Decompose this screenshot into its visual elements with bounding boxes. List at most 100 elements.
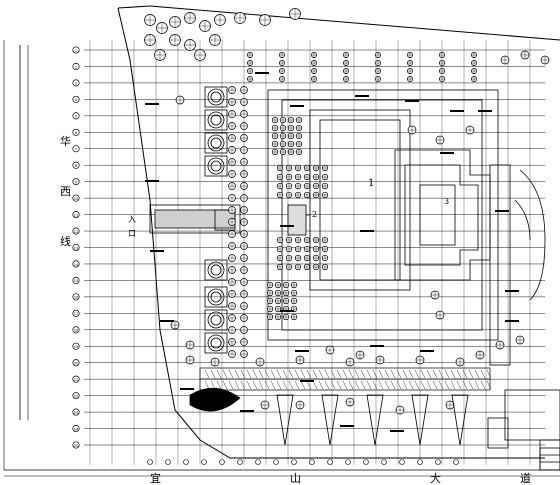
pavilion-inner-circle: [210, 337, 222, 349]
grid-marker-label: 21: [74, 378, 79, 382]
grid-marker-circle: [72, 441, 80, 449]
grid-marker-circle: [72, 79, 80, 87]
pavilion-frame: [204, 109, 228, 131]
grid-marker-circle: [72, 424, 80, 433]
main-building: [267, 89, 499, 341]
left-road-label-3: 线: [60, 234, 71, 248]
grid-markers: 1234567891011121314151617181920212223242…: [72, 46, 80, 449]
grid-marker-label: 16: [74, 296, 79, 300]
entrance-label-1: 入: [128, 215, 136, 224]
grid-marker-circle: [72, 342, 80, 350]
grid-marker-circle: [72, 211, 80, 219]
annotation-marks: [145, 72, 519, 432]
grid-marker-circle: [72, 276, 80, 284]
road-labels: 华 西 线 宜 山 大 道 入 口 1 2 3: [60, 134, 531, 485]
grid-marker-circle: [72, 178, 80, 186]
grid-marker-label: 1: [75, 49, 77, 53]
pavilion-inner-circle: [210, 91, 222, 103]
pavilion-inner-circle: [210, 137, 222, 149]
tree-symbols: [144, 8, 550, 415]
bottom-marker: [453, 459, 459, 465]
annotation-bar: [280, 310, 294, 312]
grid-marker-label: 9: [75, 180, 78, 184]
grid-marker-circle: [72, 227, 80, 235]
bottom-marker: [201, 459, 207, 465]
grid-marker-label: 12: [74, 230, 79, 234]
annotation-bar: [180, 388, 194, 390]
entrance-label-2: 口: [128, 229, 136, 238]
grid-marker-label: 4: [75, 98, 78, 102]
pavilion-frame: [204, 132, 228, 154]
site-boundary: [3, 5, 560, 477]
bottom-marker: [345, 459, 351, 465]
bottom-column-markers: [147, 459, 459, 465]
grid-marker-circle: [72, 359, 80, 367]
bottom-marker: [327, 459, 333, 465]
grid-marker-circle: [72, 95, 80, 103]
grid-marker-label: 17: [74, 312, 79, 316]
left-road-label-1: 华: [60, 134, 71, 148]
grid-marker-label: 25: [74, 444, 79, 448]
pavilion-frame: [204, 86, 228, 108]
grid-marker-label: 24: [74, 427, 79, 431]
bottom-marker: [183, 459, 189, 465]
grid-marker-label: 14: [74, 263, 79, 267]
annotation-bar: [390, 430, 404, 432]
annotation-bar: [295, 350, 309, 352]
plaza-wedge: [411, 394, 429, 446]
bottom-marker: [309, 459, 315, 465]
plaza-wedge: [451, 394, 469, 446]
bottom-marker: [147, 459, 153, 465]
pavilion-inner-circle: [210, 314, 222, 326]
grid-marker-circle: [72, 243, 80, 252]
annotation-bar: [290, 105, 304, 107]
grid-marker-circle: [72, 408, 80, 416]
pavilion-circle: [207, 334, 225, 352]
grid-marker-circle: [72, 161, 80, 169]
circular-pavilions: [204, 86, 228, 354]
annotation-bar: [370, 345, 384, 347]
bottom-road-label-3: 大: [430, 471, 441, 485]
pavilion-frame: [204, 332, 228, 354]
grid-marker-label: 18: [74, 329, 79, 333]
pavilion-circle: [207, 111, 225, 129]
grid-marker-label: 6: [75, 131, 78, 135]
bottom-marker: [291, 459, 297, 465]
annotation-bar: [255, 72, 269, 74]
annotation-bar: [340, 425, 354, 427]
grid-marker-label: 22: [74, 394, 79, 398]
grid-marker-label: 8: [75, 164, 78, 168]
pavilion-circle: [207, 288, 225, 306]
grid-marker-circle: [72, 309, 80, 317]
grid-marker-circle: [72, 375, 80, 383]
annotation-bar: [405, 100, 419, 102]
grid-marker-label: 3: [75, 82, 77, 86]
annotation-bar: [150, 250, 164, 252]
grid-marker-label: 2: [75, 65, 77, 69]
annotation-bar: [505, 290, 519, 292]
zone-label-1: 1: [368, 178, 374, 189]
plaza-wedges: [276, 394, 469, 446]
title-block: [539, 447, 560, 471]
annotation-bar: [420, 350, 434, 352]
pavilion-frame: [204, 155, 228, 177]
pavilion-inner-circle: [210, 264, 222, 276]
grid-marker-circle: [72, 326, 80, 334]
bottom-road-label-2: 山: [290, 472, 301, 485]
bottom-marker: [381, 459, 387, 465]
grid-marker-label: 19: [74, 345, 79, 349]
annotation-bar: [478, 110, 492, 112]
pavilion-circle: [207, 88, 225, 106]
annotation-bar: [440, 152, 454, 154]
bottom-marker: [165, 459, 171, 465]
plaza-wedge: [366, 394, 384, 446]
annotation-bar: [300, 380, 314, 382]
annotation-bar: [505, 320, 519, 322]
pavilion-frame: [204, 259, 228, 281]
grid-marker-circle: [72, 194, 80, 202]
bottom-marker: [417, 459, 423, 465]
grid-marker-circle: [72, 112, 80, 120]
bottom-promenade: [189, 367, 492, 412]
pavilion-circle: [207, 261, 225, 279]
grid-marker-circle: [72, 260, 80, 268]
